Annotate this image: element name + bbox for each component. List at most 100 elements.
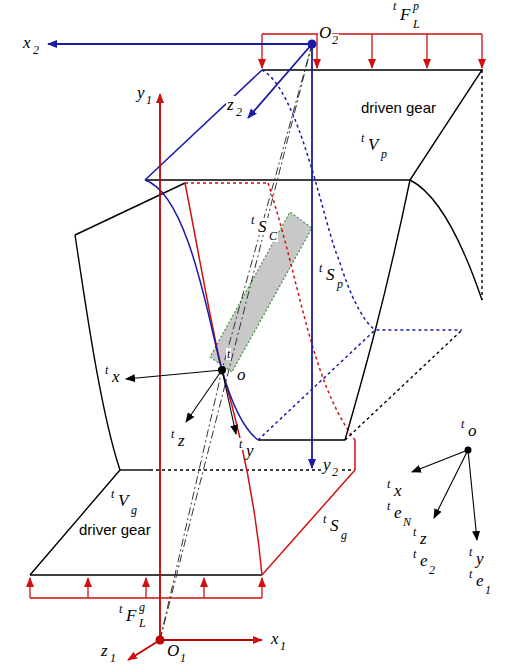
- driven-front-flank: [145, 180, 258, 440]
- part-name: driven gear: [360, 100, 437, 115]
- load-arrow: [371, 34, 372, 68]
- symbol-label: 2: [32, 44, 40, 56]
- symbol-label: V: [367, 136, 379, 153]
- symbol-label: z: [226, 96, 235, 113]
- origin-point: [308, 40, 317, 49]
- symbol-label: t: [412, 548, 417, 560]
- center-lines: [160, 44, 312, 640]
- load-arrow: [203, 578, 204, 598]
- axis-arrow: [412, 450, 468, 472]
- load-arrow: [87, 578, 88, 598]
- symbol-label: t: [412, 526, 417, 538]
- load-arrow: [481, 34, 482, 68]
- symbol-label: t: [460, 418, 465, 430]
- driver-gear-outline: [30, 183, 355, 575]
- symbol-label: t: [392, 0, 397, 12]
- symbol-label: 2: [331, 34, 339, 46]
- axis-arrow: [222, 370, 236, 434]
- load-arrow: [145, 578, 146, 598]
- symbol-label: 1: [179, 652, 187, 664]
- driver-tooth-surface: [185, 183, 355, 575]
- symbol-label: p: [380, 148, 388, 160]
- symbol-label: 1: [145, 94, 153, 106]
- symbol-label: z: [177, 432, 186, 449]
- key-frame: [412, 450, 477, 540]
- symbol-label: S: [329, 517, 340, 534]
- symbol-label: g: [138, 601, 146, 613]
- symbol-label: t: [468, 546, 473, 558]
- driven-tooth-tip: [258, 439, 345, 440]
- center-line: [222, 44, 312, 370]
- symbol-label: g: [340, 529, 348, 541]
- contact-frame: [126, 370, 236, 434]
- symbol-label: 1: [279, 640, 287, 652]
- symbol-label: t: [118, 603, 123, 615]
- symbol-label: p: [412, 0, 420, 12]
- symbol-label: x: [393, 482, 403, 499]
- symbol-label: S: [325, 266, 336, 283]
- symbol-label: y: [475, 550, 485, 567]
- driver-back-flank: [354, 440, 356, 470]
- symbol-label: N: [402, 516, 412, 528]
- axis-arrow: [311, 44, 313, 468]
- load-arrow: [261, 578, 262, 598]
- symbol-label: x: [22, 34, 32, 51]
- axis-arrow: [160, 639, 262, 641]
- symbol-label: t: [250, 214, 255, 226]
- driven-flank: [345, 180, 410, 440]
- axis-arrow: [186, 370, 222, 422]
- symbol-label: F: [125, 607, 137, 624]
- symbol-label: 1: [109, 652, 117, 664]
- axis-arrow: [159, 94, 161, 640]
- driver-edge: [75, 183, 185, 235]
- driven-tooth-surface: [145, 70, 462, 440]
- symbol-label: x: [111, 368, 121, 385]
- driven-frame: [48, 44, 312, 468]
- symbol-label: 2: [428, 564, 436, 576]
- symbol-label: g: [130, 504, 138, 516]
- symbol-label: V: [117, 492, 129, 509]
- driven-hidden-edge: [345, 330, 462, 440]
- symbol-label: t: [238, 438, 243, 450]
- driven-hidden-edge: [481, 70, 482, 300]
- symbol-label: t: [104, 364, 109, 376]
- axis-arrow: [434, 450, 468, 518]
- axis-arrow: [48, 43, 312, 45]
- symbol-label: t: [110, 488, 115, 500]
- center-line: [160, 44, 312, 640]
- symbol-label: t: [318, 262, 323, 274]
- driven-back-flank: [262, 70, 375, 330]
- driven-gear-outline: [145, 70, 482, 440]
- axis-arrow: [128, 640, 160, 660]
- axis-arrow: [126, 370, 222, 379]
- symbol-label: y: [245, 442, 255, 459]
- load-arrows-bottom: [30, 578, 262, 598]
- driver-edge: [262, 470, 355, 575]
- symbol-label: 2: [235, 106, 243, 118]
- driver-flank: [75, 235, 120, 470]
- driver-edge: [120, 469, 150, 470]
- symbol-label: p: [336, 278, 344, 290]
- driven-side: [410, 180, 482, 300]
- symbol-label: t: [322, 513, 327, 525]
- driven-top-face: [145, 70, 482, 180]
- symbol-label: L: [138, 617, 147, 629]
- symbol-label: t: [386, 478, 391, 490]
- part-name: driver gear: [78, 522, 152, 537]
- axis-arrow: [248, 44, 312, 118]
- contact-band: [210, 212, 312, 372]
- driver-front-flank: [185, 183, 262, 575]
- symbol-label: t: [360, 132, 365, 144]
- load-arrow: [29, 578, 30, 598]
- symbol-label: C: [268, 230, 278, 242]
- symbol-label: S: [257, 218, 268, 235]
- symbol-label: t: [386, 500, 391, 512]
- origin-point: [156, 636, 165, 645]
- center-line: [160, 370, 222, 640]
- symbol-label: L: [412, 18, 421, 30]
- driven-edge: [145, 70, 262, 180]
- origin-point: [465, 447, 472, 454]
- symbol-label: z: [419, 530, 428, 547]
